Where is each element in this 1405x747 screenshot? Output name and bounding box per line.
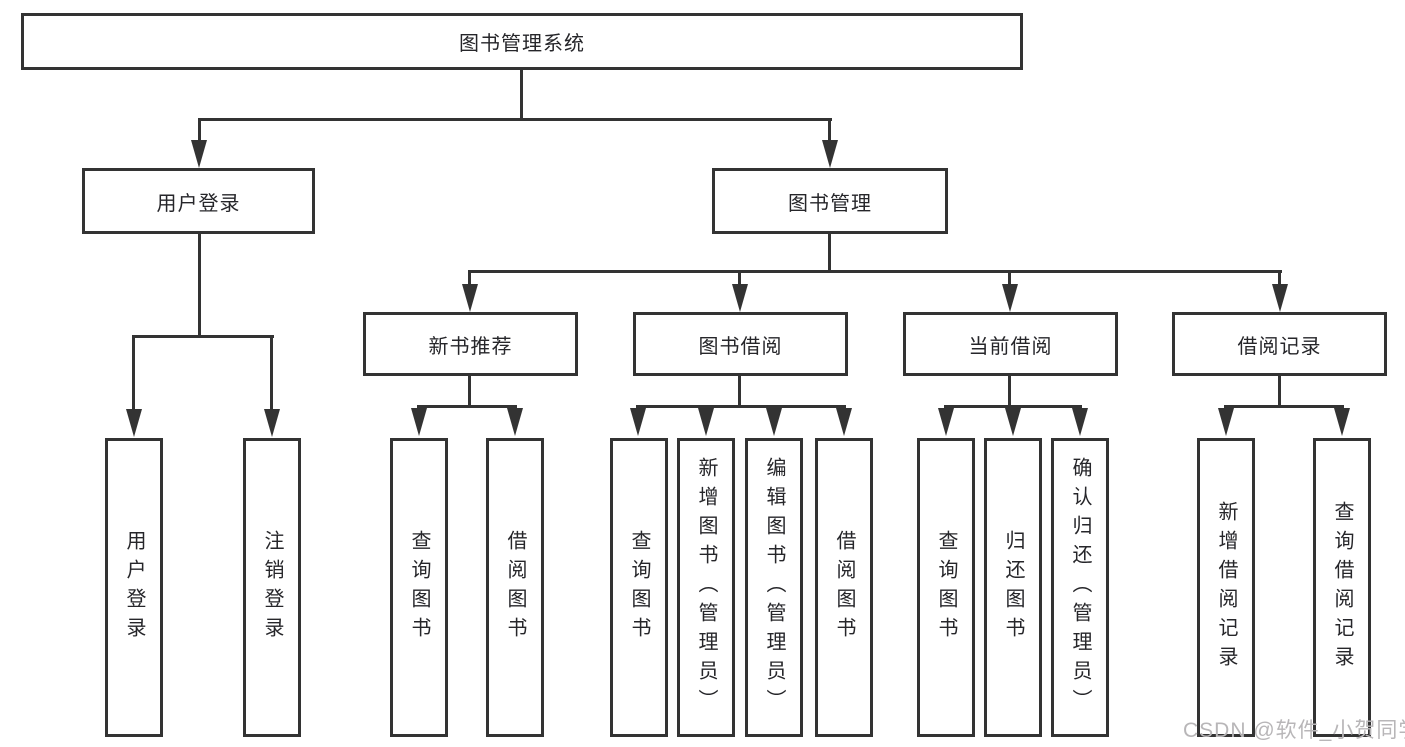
connector-logout-drop [270, 335, 273, 411]
node-leaf-query-borrow-record: 查询借阅记录 [1313, 438, 1371, 737]
node-leaf-confirm-return-admin: 确认归还（管理员） [1051, 438, 1109, 737]
node-label: 查询图书 [408, 529, 430, 646]
connector-borrow-record-bus [1224, 405, 1344, 408]
node-label: 用户登录 [156, 192, 241, 215]
connector-new-book-bus [417, 405, 517, 408]
arrow-down-icon [732, 284, 748, 312]
arrow-down-icon [1334, 408, 1350, 436]
arrow-down-icon [264, 409, 280, 437]
node-label: 借阅图书 [504, 529, 526, 646]
node-label: 新增图书（管理员） [695, 457, 717, 718]
node-label: 新书推荐 [428, 335, 513, 358]
arrow-down-icon [822, 140, 838, 168]
node-label: 查询图书 [935, 529, 957, 646]
arrow-down-icon [1272, 284, 1288, 312]
arrow-down-icon [630, 408, 646, 436]
connector-borrow-record-stem [1278, 376, 1281, 408]
arrow-down-icon [938, 408, 954, 436]
connector-current-borrow-drop [1008, 270, 1011, 286]
connector-current-borrow-bus [944, 405, 1082, 408]
node-label: 图书管理系统 [459, 33, 585, 55]
node-label: 查询图书 [628, 529, 650, 646]
node-leaf-borrow-book: 借阅图书 [815, 438, 873, 737]
connector-book-borrow-bus [636, 405, 846, 408]
connector-book-mgmt-stem [828, 233, 831, 272]
node-label: 归还图书 [1002, 529, 1024, 646]
node-leaf-logout: 注销登录 [243, 438, 301, 737]
arrow-down-icon [698, 408, 714, 436]
connector-user-login-bus [132, 335, 274, 338]
node-leaf-return-book: 归还图书 [984, 438, 1042, 737]
node-borrowing-records: 借阅记录 [1172, 312, 1387, 376]
connector-book-mgmt-bus [468, 270, 1282, 273]
node-label: 编辑图书（管理员） [763, 457, 785, 718]
node-book-borrowing: 图书借阅 [633, 312, 848, 376]
node-label: 图书管理 [788, 192, 872, 215]
node-new-book-recommend: 新书推荐 [363, 312, 578, 376]
arrow-down-icon [1218, 408, 1234, 436]
node-book-management: 图书管理 [712, 168, 948, 234]
node-leaf-add-borrow-record: 新增借阅记录 [1197, 438, 1255, 737]
node-leaf-query-books: 查询图书 [390, 438, 448, 737]
connector-book-borrow-stem [738, 376, 741, 408]
node-user-login: 用户登录 [82, 168, 315, 234]
arrow-down-icon [1072, 408, 1088, 436]
connector-root-stem [520, 69, 523, 118]
connector-user-login-stem [198, 233, 201, 337]
node-label: 借阅记录 [1237, 335, 1322, 358]
connector-new-book-stem [468, 376, 471, 408]
node-current-borrowing: 当前借阅 [903, 312, 1118, 376]
node-label: 新增借阅记录 [1215, 500, 1237, 675]
node-leaf-query-books: 查询图书 [610, 438, 668, 737]
node-label: 用户登录 [123, 529, 145, 646]
arrow-down-icon [1002, 284, 1018, 312]
arrow-down-icon [507, 408, 523, 436]
arrow-down-icon [1005, 408, 1021, 436]
node-label: 注销登录 [261, 529, 283, 646]
connector-borrow-record-drop [1278, 270, 1281, 286]
node-label: 借阅图书 [833, 529, 855, 646]
node-leaf-user-login: 用户登录 [105, 438, 163, 737]
connector-current-borrow-stem [1008, 376, 1011, 408]
arrow-down-icon [411, 408, 427, 436]
arrow-down-icon [462, 284, 478, 312]
node-label: 确认归还（管理员） [1069, 457, 1091, 718]
node-leaf-add-book-admin: 新增图书（管理员） [677, 438, 735, 737]
arrow-down-icon [766, 408, 782, 436]
connector-book-borrow-drop [738, 270, 741, 286]
node-label: 图书借阅 [698, 335, 783, 358]
connector-book-mgmt-drop [828, 118, 831, 144]
arrow-down-icon [191, 140, 207, 168]
node-leaf-borrow-book: 借阅图书 [486, 438, 544, 737]
watermark: CSDN @软件_小贺同学 [1183, 719, 1405, 742]
arrow-down-icon [126, 409, 142, 437]
arrow-down-icon [836, 408, 852, 436]
node-leaf-edit-book-admin: 编辑图书（管理员） [745, 438, 803, 737]
node-label: 当前借阅 [968, 335, 1053, 358]
connector-login-drop [132, 335, 135, 411]
node-label: 查询借阅记录 [1331, 500, 1353, 675]
connector-new-book-drop [468, 270, 471, 286]
connector-root-bus [198, 118, 832, 121]
node-library-system: 图书管理系统 [21, 13, 1023, 70]
node-leaf-query-books: 查询图书 [917, 438, 975, 737]
connector-user-login-drop [198, 118, 201, 144]
